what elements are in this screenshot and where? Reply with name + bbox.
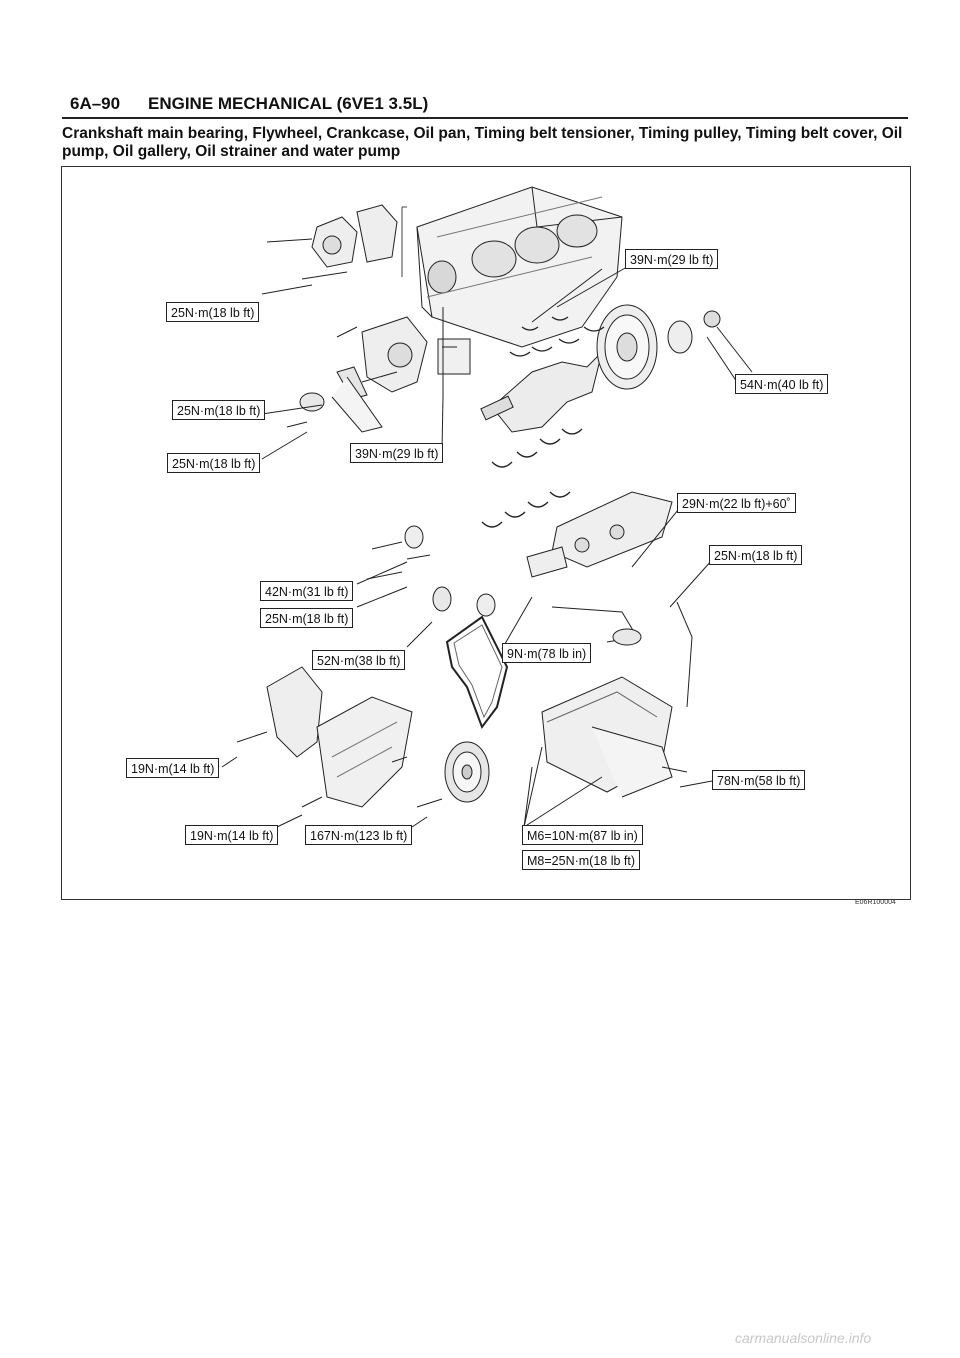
timing-tensioner-drawing — [366, 525, 496, 617]
torque-label: 39N·m(29 lb ft) — [350, 443, 444, 463]
torque-label: 25N·m(18 lb ft) — [166, 302, 260, 322]
figure-code: E06R100004 — [855, 899, 896, 906]
torque-label: 54N·m(40 lb ft) — [735, 374, 829, 394]
torque-label: 19N·m(14 lb ft) — [185, 825, 279, 845]
watermark: carmanualsonline.info — [735, 1330, 872, 1346]
torque-label: 25N·m(18 lb ft) — [709, 545, 803, 565]
header-rule — [62, 117, 908, 119]
page-number: 6A–90 — [70, 94, 121, 113]
timing-belt-drawing — [445, 615, 509, 730]
oil-pan-drawing — [541, 676, 688, 798]
torque-label: 9N·m(78 lb in) — [502, 643, 592, 663]
leader-lines — [221, 266, 738, 828]
torque-label: 39N·m(29 lb ft) — [625, 249, 719, 269]
torque-label: 29N·m(22 lb ft)+60˚ — [677, 493, 796, 513]
crankcase-drawing — [526, 491, 693, 708]
crank-pulley-drawing — [416, 741, 490, 808]
torque-label: 25N·m(18 lb ft) — [172, 400, 266, 420]
page-header: 6A–90 ENGINE MECHANICAL (6VE1 3.5L) — [62, 92, 908, 118]
water-pump-drawing — [266, 204, 398, 280]
figure-caption: Crankshaft main bearing, Flywheel, Crank… — [62, 125, 903, 160]
torque-label: 167N·m(123 lb ft) — [305, 825, 413, 845]
crankshaft-drawing — [437, 307, 603, 433]
torque-label: 25N·m(18 lb ft) — [167, 453, 261, 473]
torque-label: M8=25N·m(18 lb ft) — [522, 850, 641, 870]
torque-label: 25N·m(18 lb ft) — [260, 608, 354, 628]
torque-label: 19N·m(14 lb ft) — [126, 758, 220, 778]
torque-label: M6=10N·m(87 lb in) — [522, 825, 643, 845]
timing-cover-drawing — [236, 666, 413, 808]
torque-label: 42N·m(31 lb ft) — [260, 581, 354, 601]
bearing-shells-drawing — [481, 316, 605, 528]
flywheel-drawing — [531, 268, 753, 390]
torque-label: 78N·m(58 lb ft) — [712, 770, 806, 790]
section-title: ENGINE MECHANICAL (6VE1 3.5L) — [148, 94, 429, 113]
oil-pump-drawing — [286, 316, 428, 433]
engine-block-drawing — [401, 186, 623, 348]
exploded-view-figure: 25N·m(18 lb ft) 25N·m(18 lb ft) 25N·m(18… — [61, 166, 911, 900]
torque-label: 52N·m(38 lb ft) — [312, 650, 406, 670]
engine-exploded-diagram — [221, 186, 753, 828]
